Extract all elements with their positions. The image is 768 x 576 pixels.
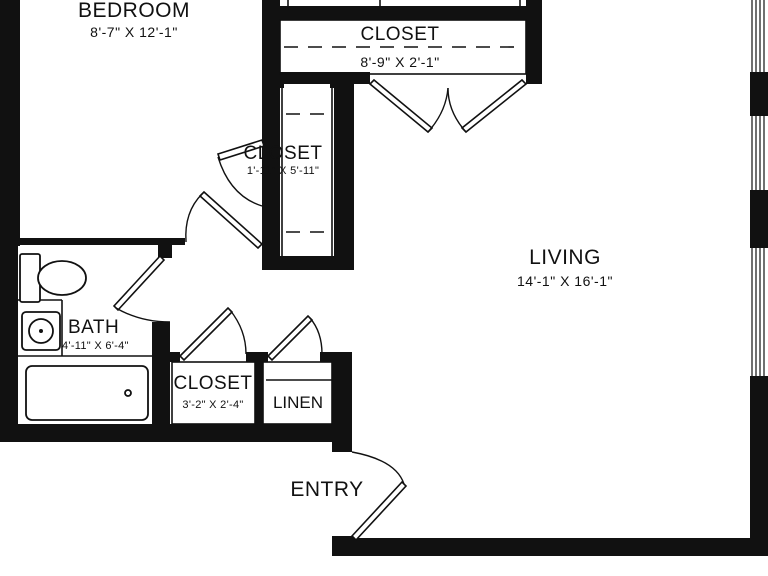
bottom-exterior-wall — [340, 538, 768, 556]
bedroom-name: BEDROOM — [77, 0, 190, 22]
closet-linen-divider — [255, 360, 263, 428]
living-name: LIVING — [529, 246, 601, 269]
right-wall-pier-2 — [750, 190, 768, 248]
right-wall-pier-3 — [750, 376, 768, 554]
bedroom-size: 8'-7" X 12'-1" — [90, 24, 178, 40]
toilet-icon — [19, 253, 87, 303]
hall-closet-size: 1'-11" X 5'-11" — [246, 165, 320, 177]
linen-door — [266, 314, 323, 362]
doors — [112, 78, 528, 542]
hall-closet-name: CLOSET — [243, 143, 323, 164]
bedroom-left-wall — [0, 0, 20, 240]
hall-wall-stub — [262, 206, 280, 268]
hall-closet-bottom-wall — [262, 256, 354, 270]
top-closet-size: 8'-9" X 2'-1" — [360, 54, 440, 70]
fine-lines — [18, 0, 765, 425]
bottom-closet-size: 3'-2" X 2'-4" — [182, 399, 244, 411]
entry-left-wall — [332, 352, 352, 452]
linen-label: LINEN — [272, 393, 324, 412]
living-size: 14'-1" X 16'-1" — [517, 273, 613, 289]
bath-name: BATH — [68, 317, 120, 338]
closet-top-wall-left — [160, 352, 180, 362]
bedroom-right-wall — [262, 0, 280, 210]
bedroom-door — [185, 190, 264, 250]
top-closet-lower-wall-left — [270, 72, 370, 84]
bath-left-wall — [0, 246, 18, 438]
bedroom-label: BEDROOM 8'-7" X 12'-1" — [44, 0, 224, 39]
entry-door — [350, 451, 408, 542]
bath-fixtures — [19, 253, 149, 421]
bath-top-wall — [20, 238, 185, 245]
bath-door — [112, 254, 171, 323]
walls — [0, 0, 768, 556]
linen-top-wall-right — [320, 352, 334, 362]
living-label: LIVING 14'-1" X 16'-1" — [470, 247, 660, 288]
top-closet-upper-wall — [262, 6, 540, 20]
bath-right-wall — [152, 322, 170, 432]
top-closet-label: CLOSET 8'-9" X 2'-1" — [320, 25, 480, 69]
bottom-closet-name: CLOSET — [173, 373, 253, 394]
closet-bottom-door — [178, 306, 247, 362]
bath-bottom-wall — [0, 424, 352, 442]
entry-label: ENTRY — [290, 478, 364, 501]
right-wall-pier-1 — [750, 72, 768, 116]
hall-closet-right-wall — [334, 78, 354, 270]
bath-door-jamb-top — [158, 238, 172, 258]
top-closet-name: CLOSET — [360, 24, 440, 45]
bath-top-wall-left — [0, 240, 20, 246]
hall-closet-label: CLOSET 1'-11" X 5'-11" — [228, 144, 338, 177]
linen-inner — [262, 361, 333, 425]
bath-label: BATH 4'-11" X 6'-4" — [58, 318, 154, 352]
top-closet-bifold-door — [368, 78, 528, 134]
bathtub-icon — [25, 365, 149, 421]
top-closet-right-wall — [526, 0, 542, 84]
sink-icon — [21, 311, 61, 351]
top-closet-inner — [279, 19, 527, 75]
bath-size: 4'-11" X 6'-4" — [62, 340, 129, 352]
right-windows — [751, 0, 765, 376]
closet-top-wall-mid — [246, 352, 268, 362]
bottom-closet-label: CLOSET 3'-2" X 2'-4" — [168, 374, 258, 411]
closet-bottom-inner — [171, 361, 256, 425]
hall-closet-door — [216, 138, 266, 207]
